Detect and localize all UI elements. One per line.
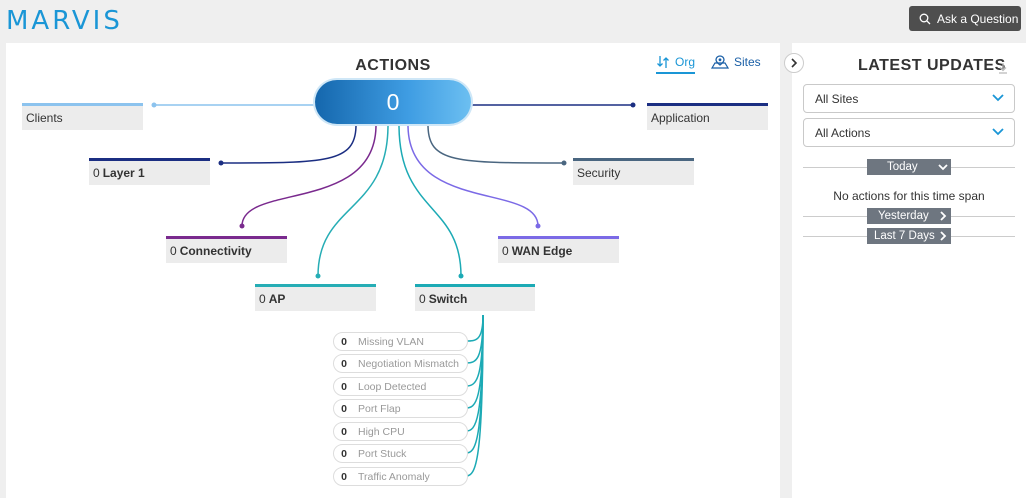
switch-issue-wire-2: [465, 314, 484, 364]
node-clients-label: Clients: [26, 111, 63, 125]
node-security[interactable]: Security: [573, 158, 694, 185]
toggle-org-label: Org: [675, 55, 696, 69]
security-wire: [427, 124, 565, 164]
today-label: Today: [887, 161, 918, 173]
connectivity-wire-dot: [239, 223, 245, 229]
chevron-down-icon: [992, 128, 1004, 136]
node-wan-edge[interactable]: 0 WAN Edge: [498, 236, 619, 263]
node-connectivity-count: 0: [170, 244, 177, 258]
chevron-right-icon: [940, 211, 947, 221]
node-clients[interactable]: Clients: [22, 103, 143, 130]
actions-panel: ACTIONS Org Sites: [6, 43, 780, 498]
issue-count: 0: [341, 447, 347, 460]
node-ap-count: 0: [259, 292, 266, 306]
issue-label: Negotiation Mismatch: [358, 357, 459, 370]
site-filter-value: All Sites: [815, 91, 859, 106]
ap-wire-dot: [315, 273, 321, 279]
switch-issue-loop-detected[interactable]: 0 Loop Detected: [333, 377, 468, 396]
download-icon[interactable]: [998, 61, 1008, 79]
node-layer1-label: Layer 1: [102, 166, 145, 180]
switch-issue-negotiation-mismatch[interactable]: 0 Negotiation Mismatch: [333, 354, 468, 373]
issue-count: 0: [341, 380, 347, 393]
org-icon: [656, 55, 670, 69]
node-ap[interactable]: 0 AP: [255, 284, 376, 311]
issue-label: Missing VLAN: [358, 335, 424, 348]
chevron-down-icon: [938, 164, 948, 171]
wan-edge-wire-dot: [535, 223, 541, 229]
switch-issue-high-cpu[interactable]: 0 High CPU: [333, 422, 468, 441]
node-wan-edge-label: WAN Edge: [511, 244, 573, 258]
chevron-right-icon: [791, 58, 798, 68]
ap-wire: [317, 124, 389, 277]
switch-issue-port-stuck[interactable]: 0 Port Stuck: [333, 444, 468, 463]
node-application-label: Application: [651, 111, 710, 125]
node-connectivity-label: Connectivity: [179, 244, 252, 258]
search-icon: [919, 13, 931, 24]
node-security-label: Security: [577, 166, 621, 180]
issue-count: 0: [341, 425, 347, 438]
switch-wire-dot: [458, 273, 464, 279]
ask-question-label: Ask a Question: [937, 11, 1019, 26]
clients-wire-dot: [151, 102, 157, 108]
sites-icon: [711, 55, 729, 69]
node-layer1-count: 0: [93, 166, 100, 180]
latest-updates-panel: LATEST UPDATES All Sites All Actions Tod…: [784, 43, 1026, 498]
actions-title: ACTIONS: [355, 57, 431, 74]
latest-updates-title: LATEST UPDATES: [858, 57, 1006, 74]
issue-label: High CPU: [358, 425, 405, 438]
application-wire-dot: [630, 102, 636, 108]
issue-count: 0: [341, 402, 347, 415]
issue-label: Port Flap: [358, 402, 401, 415]
switch-issue-traffic-anomaly[interactable]: 0 Traffic Anomaly: [333, 467, 468, 486]
node-application[interactable]: Application: [647, 103, 768, 130]
toggle-sites[interactable]: Sites: [711, 55, 761, 69]
issue-label: Loop Detected: [358, 380, 427, 393]
yesterday-toggle[interactable]: Yesterday: [867, 208, 951, 224]
actions-total[interactable]: 0: [315, 80, 471, 124]
marvis-logo: MARVIS: [6, 6, 123, 36]
issue-label: Port Stuck: [358, 447, 407, 460]
ask-question-button[interactable]: Ask a Question: [909, 6, 1021, 31]
toggle-sites-label: Sites: [734, 55, 761, 69]
node-wan-edge-count: 0: [502, 244, 509, 258]
wan-edge-wire: [407, 124, 539, 227]
issue-count: 0: [341, 470, 347, 483]
switch-wire: [398, 124, 462, 277]
node-layer1[interactable]: 0 Layer 1: [89, 158, 210, 185]
connector-wires: [151, 102, 636, 477]
last-7-days-toggle[interactable]: Last 7 Days: [867, 228, 951, 244]
node-connectivity[interactable]: 0 Connectivity: [166, 236, 287, 263]
action-filter-value: All Actions: [815, 125, 871, 140]
node-switch-label: Switch: [428, 292, 468, 306]
empty-message: No actions for this time span: [833, 189, 985, 203]
node-switch[interactable]: 0 Switch: [415, 284, 535, 311]
collapse-panel-button[interactable]: [784, 53, 804, 73]
layer1-wire-dot: [218, 160, 224, 166]
issue-label: Traffic Anomaly: [358, 470, 430, 483]
site-filter-dropdown[interactable]: All Sites: [803, 84, 1015, 113]
connectivity-wire: [241, 124, 377, 227]
toggle-org[interactable]: Org: [656, 55, 696, 74]
last-7-days-label: Last 7 Days: [874, 230, 935, 242]
switch-issue-port-flap[interactable]: 0 Port Flap: [333, 399, 468, 418]
security-wire-dot: [561, 160, 567, 166]
issue-count: 0: [341, 357, 347, 370]
switch-issue-wire-1: [465, 314, 484, 342]
switch-issue-wire-7: [465, 314, 484, 477]
layer1-wire: [220, 124, 357, 164]
yesterday-label: Yesterday: [878, 210, 929, 222]
node-ap-label: AP: [268, 292, 286, 306]
issue-count: 0: [341, 335, 347, 348]
node-switch-count: 0: [419, 292, 426, 306]
action-filter-dropdown[interactable]: All Actions: [803, 118, 1015, 147]
chevron-right-icon: [940, 231, 947, 241]
switch-issue-missing-vlan[interactable]: 0 Missing VLAN: [333, 332, 468, 351]
today-toggle[interactable]: Today: [867, 159, 951, 175]
chevron-down-icon: [992, 94, 1004, 102]
top-bar: MARVIS Ask a Question: [0, 0, 1026, 42]
